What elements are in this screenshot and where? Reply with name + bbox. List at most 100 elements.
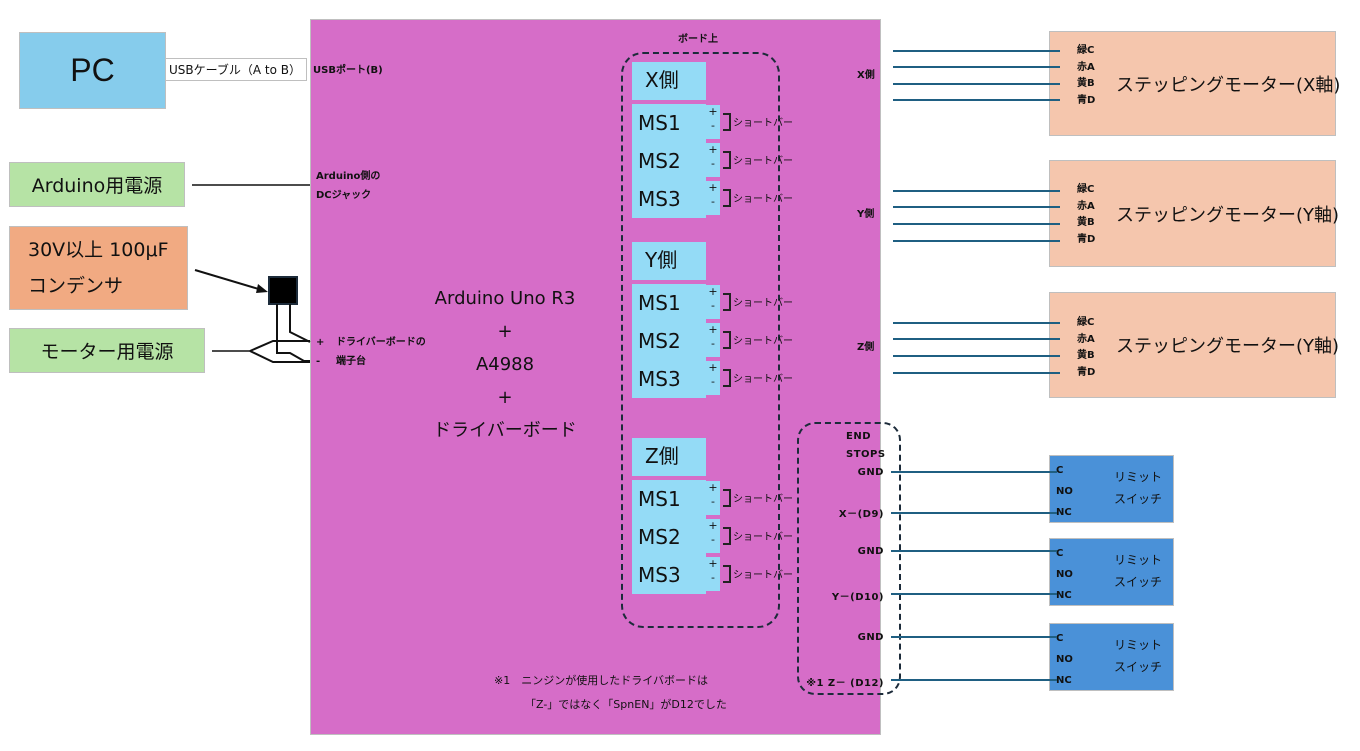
pin-plus: + <box>708 557 718 570</box>
motor-pin: 赤A <box>1077 200 1095 212</box>
endstops-title-2: STOPS <box>846 449 886 460</box>
capacitor-arrow <box>194 269 263 291</box>
board-title-line: Arduino Uno R3 <box>434 288 576 309</box>
ms-label: MS2 <box>632 518 706 556</box>
motor-pin: 緑C <box>1077 184 1095 195</box>
pin-plus: + <box>708 105 718 118</box>
footnote-line-2: 「Z-」ではなく「SpnEN」がD12でした <box>525 698 727 711</box>
motor-title: ステッピングモーター(Y軸) <box>1116 336 1340 357</box>
pc-label: PC <box>70 52 115 88</box>
on-board-label: ボード上 <box>678 34 718 45</box>
axis-heading: X側 <box>632 62 706 100</box>
motor-pin: 赤A <box>1077 333 1095 345</box>
short-bar-bracket-icon <box>723 113 731 131</box>
short-bar-bracket-icon <box>723 565 731 583</box>
dc-jack-label-2: DCジャック <box>316 190 372 201</box>
motor-pin: 黄B <box>1077 78 1095 89</box>
endstop-pin: GND <box>857 632 884 643</box>
pin-minus: - <box>711 375 715 388</box>
switch-pin: C <box>1056 548 1064 559</box>
short-bar-bracket-icon <box>723 151 731 169</box>
pin-plus: + <box>708 323 718 336</box>
capacitor-symbol <box>268 276 298 305</box>
ms-pins: +- <box>706 143 720 177</box>
switch-pin-labels: C NO NC <box>1056 460 1073 523</box>
endstop-pin: ※1 Z－ (D12) <box>806 678 884 689</box>
ms-label: MS1 <box>632 104 706 142</box>
switch-title-line: リミット <box>1114 470 1163 484</box>
ms-label: MS3 <box>632 180 706 218</box>
short-bar-label: ショートバー <box>733 532 793 543</box>
endstop-pin: GND <box>857 546 884 557</box>
pin-minus: - <box>711 533 715 546</box>
jumper-area-outline <box>621 52 780 628</box>
ms-label: MS2 <box>632 142 706 180</box>
short-bar-bracket-icon <box>723 527 731 545</box>
x-side-label: X側 <box>857 70 875 81</box>
motor-pin: 青D <box>1077 94 1096 106</box>
motor-wires <box>893 50 1060 374</box>
motor-power-plus-wire <box>249 340 310 352</box>
switch-title: リミット スイッチ <box>1114 634 1162 678</box>
limit-switch-z: C NO NC リミット スイッチ <box>1049 623 1174 691</box>
pin-minus: - <box>711 571 715 584</box>
switch-pin: NO <box>1056 486 1073 497</box>
pc-box: PC <box>19 32 166 109</box>
stepper-motor-x: 緑C 赤A 黄B 青D ステッピングモーター(X軸) <box>1049 31 1340 136</box>
endstops-title-1: END <box>846 431 872 442</box>
switch-pin: NO <box>1056 654 1073 665</box>
board-title-line: A4988 <box>475 354 535 375</box>
arduino-board <box>310 19 881 735</box>
short-bar-label: ショートバー <box>733 570 793 581</box>
switch-pin: NC <box>1056 590 1072 601</box>
switch-title: リミット スイッチ <box>1114 549 1162 593</box>
motor-power-label: モーター用電源 <box>40 341 174 363</box>
axis-heading: Z側 <box>632 438 706 476</box>
motor-title: ステッピングモーター(X軸) <box>1116 74 1341 96</box>
motor-pin-labels: 緑C 赤A 黄B 青D <box>1077 315 1095 381</box>
switch-title-line: リミット <box>1114 638 1163 652</box>
pin-minus: - <box>711 299 715 312</box>
y-side-label: Y側 <box>857 209 875 220</box>
capacitor-lead-minus <box>276 304 310 362</box>
motor-pin: 黄B <box>1077 350 1095 361</box>
short-bar-label: ショートバー <box>733 494 793 505</box>
short-bar-bracket-icon <box>723 489 731 507</box>
usb-cable-label: USBケーブル（A to B） <box>165 58 307 81</box>
board-title-line: + <box>497 387 513 408</box>
endstops-outline <box>797 422 901 695</box>
motor-title: ステッピングモーター(Y軸) <box>1116 204 1340 226</box>
footnote-line-1: ※1 ニンジンが使用したドライバボードは <box>494 674 708 687</box>
stepper-motor-z: 緑C 赤A 黄B 青D ステッピングモーター(Y軸) <box>1049 292 1340 398</box>
motor-pin: 緑C <box>1077 45 1095 56</box>
switch-pin: NC <box>1056 507 1072 518</box>
axis-heading: Y側 <box>632 242 706 280</box>
usb-cable-text: USBケーブル（A to B） <box>169 63 302 77</box>
switch-title-line: リミット <box>1114 553 1163 567</box>
ms-pins: +- <box>706 323 720 357</box>
motor-pin: 緑C <box>1077 317 1095 328</box>
motor-pin-labels: 緑C 赤A 黄B 青D <box>1077 182 1095 248</box>
pin-plus: + <box>708 481 718 494</box>
terminal-minus: - <box>316 356 321 367</box>
ms-pins: +- <box>706 519 720 553</box>
motor-power-minus-wire <box>249 350 310 363</box>
motor-pin: 赤A <box>1077 61 1095 73</box>
short-bar-label: ショートバー <box>733 156 793 167</box>
short-bar-bracket-icon <box>723 369 731 387</box>
motor-pin: 黄B <box>1077 217 1095 228</box>
board-title-line: + <box>497 321 513 342</box>
ms-label: MS1 <box>632 480 706 518</box>
board-title-line: ドライバーボード <box>433 420 577 441</box>
short-bar-label: ショートバー <box>733 298 793 309</box>
usb-port-label: USBポート(B) <box>313 65 383 76</box>
switch-title-line: スイッチ <box>1114 575 1163 589</box>
arduino-power-label: Arduino用電源 <box>31 175 163 197</box>
switch-title-line: スイッチ <box>1114 492 1163 506</box>
capacitor-arrowhead <box>256 284 268 293</box>
ms-pins: +- <box>706 105 720 139</box>
pin-minus: - <box>711 119 715 132</box>
stepper-motor-y: 緑C 赤A 黄B 青D ステッピングモーター(Y軸) <box>1049 160 1340 267</box>
pin-minus: - <box>711 157 715 170</box>
